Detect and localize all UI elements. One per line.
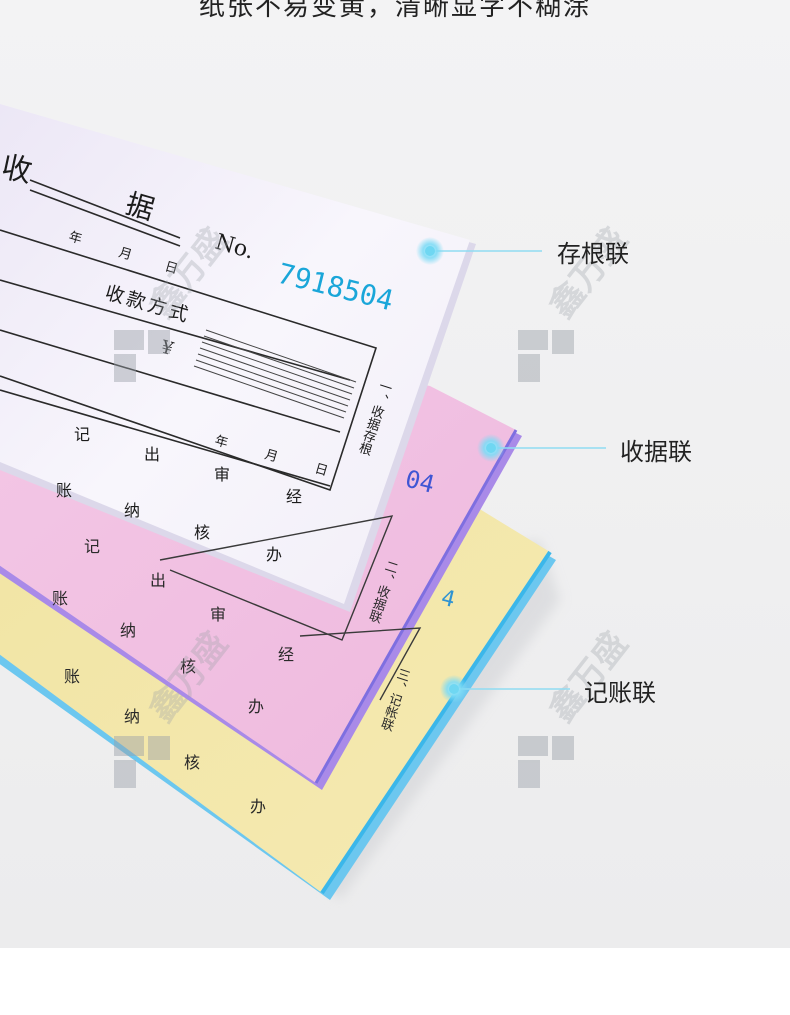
yellow-number-fragment: 4 bbox=[439, 586, 458, 613]
svg-text:日: 日 bbox=[163, 259, 180, 277]
watermark-logo-4 bbox=[518, 736, 574, 788]
sig-row1-3: 审 bbox=[214, 465, 230, 484]
svg-text:年: 年 bbox=[213, 433, 230, 451]
svg-text:核: 核 bbox=[184, 753, 200, 772]
watermark-logo-3 bbox=[114, 736, 170, 788]
svg-text:出: 出 bbox=[150, 571, 166, 590]
svg-text:办: 办 bbox=[250, 797, 266, 816]
sig-row1-2: 出 bbox=[144, 445, 160, 464]
lower-form-lines bbox=[159, 515, 422, 701]
svg-text:月: 月 bbox=[263, 447, 280, 465]
product-photo-area: 纸张不易变黄，清晰显字不糊涂 bbox=[0, 0, 790, 948]
svg-text:月: 月 bbox=[117, 245, 134, 263]
sig-row2-4: 办 bbox=[266, 545, 282, 564]
svg-text:日: 日 bbox=[313, 461, 330, 479]
svg-text:纳: 纳 bbox=[120, 621, 136, 640]
svg-text:审: 审 bbox=[210, 605, 226, 624]
sig-row2-1: 账 bbox=[56, 481, 72, 500]
sig-row2-2: 纳 bbox=[124, 501, 140, 520]
svg-text:纳: 纳 bbox=[124, 707, 140, 726]
sig-row1-1: 记 bbox=[74, 425, 90, 444]
sig-row2-3: 核 bbox=[194, 523, 210, 542]
svg-text:账: 账 bbox=[52, 589, 68, 608]
svg-text:办: 办 bbox=[248, 697, 264, 716]
watermark-logo-1 bbox=[114, 330, 170, 382]
bottom-blank-strip bbox=[0, 948, 790, 1015]
callout-label-receipt: 收据联 bbox=[620, 438, 692, 466]
amount-hatch bbox=[193, 329, 357, 419]
callout-pointers bbox=[416, 237, 606, 703]
svg-text:经: 经 bbox=[278, 645, 294, 664]
callout-label-accounting: 记账联 bbox=[584, 679, 656, 707]
sig-row1-4: 经 bbox=[286, 487, 302, 506]
callout-label-stub: 存根联 bbox=[557, 240, 629, 268]
receipt-books-photo: 收 据 No. 年 月 日 收款方式 ¥ 年 月 日 记 出 审 经 账 纳 核… bbox=[0, 104, 636, 900]
pink-number-fragment: 04 bbox=[403, 465, 438, 499]
svg-text:核: 核 bbox=[180, 657, 196, 676]
svg-text:年: 年 bbox=[67, 229, 84, 247]
svg-text:记: 记 bbox=[84, 537, 100, 556]
top-caption: 纸张不易变黄，清晰显字不糊涂 bbox=[198, 0, 591, 22]
watermark-logo-2 bbox=[518, 330, 574, 382]
form-lines bbox=[0, 179, 378, 492]
watermark-logos bbox=[114, 330, 574, 788]
svg-text:账: 账 bbox=[64, 667, 80, 686]
